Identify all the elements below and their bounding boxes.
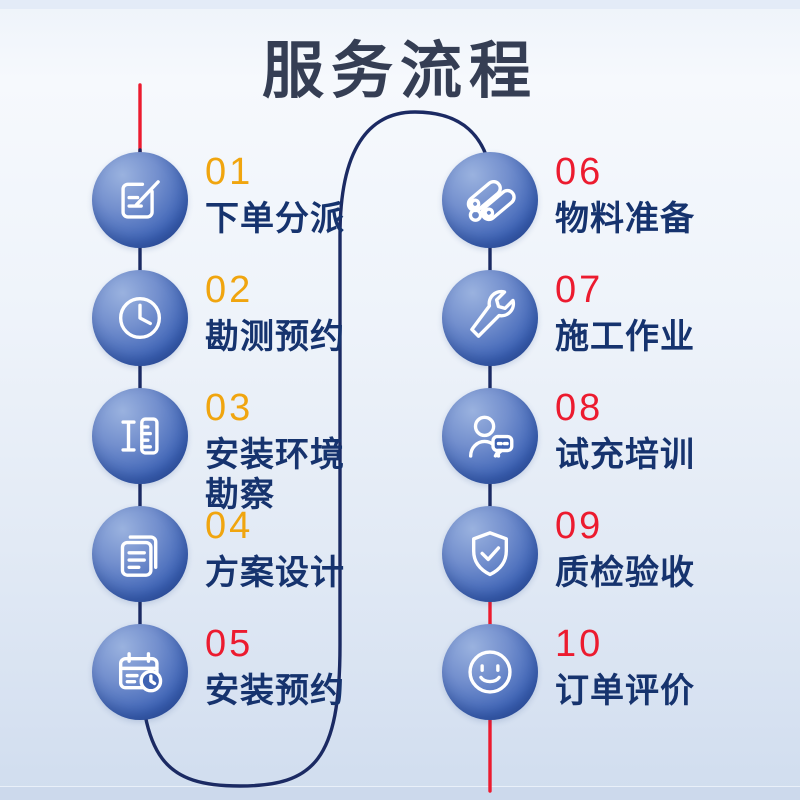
bottom-border-strip: [0, 786, 800, 800]
pipes-icon: [466, 179, 516, 222]
step-label: 方案设计: [205, 553, 345, 592]
step-label: 物料准备: [555, 199, 695, 238]
step-item-02: 02 勘测预约: [92, 270, 405, 366]
step-circle: [92, 388, 188, 484]
step-item-10: 10 订单评价: [442, 624, 755, 720]
step-number: 09: [555, 505, 604, 547]
step-number: 08: [555, 387, 604, 429]
step-circle: [442, 624, 538, 720]
step-item-07: 07 施工作业: [442, 270, 755, 366]
step-item-01: 01 下单分派: [92, 152, 405, 248]
step-circle: [92, 506, 188, 602]
person-chat-icon: [468, 415, 514, 458]
step-circle: [92, 152, 188, 248]
step-label: 订单评价: [555, 671, 695, 710]
calendar-clock-icon: [118, 652, 163, 693]
step-label: 安装环境 勘察: [205, 435, 345, 514]
step-number: 06: [555, 151, 604, 193]
step-label: 施工作业: [555, 317, 695, 356]
step-number: 01: [205, 151, 254, 193]
step-number: 05: [205, 623, 254, 665]
step-number: 04: [205, 505, 254, 547]
shield-check-icon: [471, 531, 509, 577]
step-item-08: 08 试充培训: [442, 388, 755, 484]
step-number: 03: [205, 387, 254, 429]
step-item-09: 09 质检验收: [442, 506, 755, 602]
step-circle: [442, 388, 538, 484]
smiley-face-icon: [468, 650, 512, 694]
top-border-strip: [0, 0, 800, 9]
clock-icon: [118, 296, 162, 340]
step-number: 10: [555, 623, 604, 665]
step-label: 下单分派: [205, 199, 345, 238]
step-circle: [442, 506, 538, 602]
step-circle: [442, 152, 538, 248]
step-label: 勘测预约: [205, 317, 345, 356]
step-item-03: 03 安装环境 勘察: [92, 388, 405, 515]
step-circle: [92, 270, 188, 366]
wrench-icon: [470, 289, 516, 338]
step-circle: [442, 270, 538, 366]
step-item-04: 04 方案设计: [92, 506, 405, 602]
step-label: 安装预约: [205, 671, 345, 710]
step-label: 质检验收: [555, 553, 695, 592]
step-circle: [92, 624, 188, 720]
document-stack-icon: [120, 535, 158, 577]
step-number: 02: [205, 269, 254, 311]
step-number: 07: [555, 269, 604, 311]
step-item-05: 05 安装预约: [92, 624, 405, 720]
measuring-ruler-icon: [121, 417, 159, 455]
step-label: 试充培训: [555, 435, 695, 474]
page-title: 服务流程: [261, 37, 538, 106]
edit-document-icon: [121, 180, 160, 219]
step-item-06: 06 物料准备: [442, 152, 755, 248]
